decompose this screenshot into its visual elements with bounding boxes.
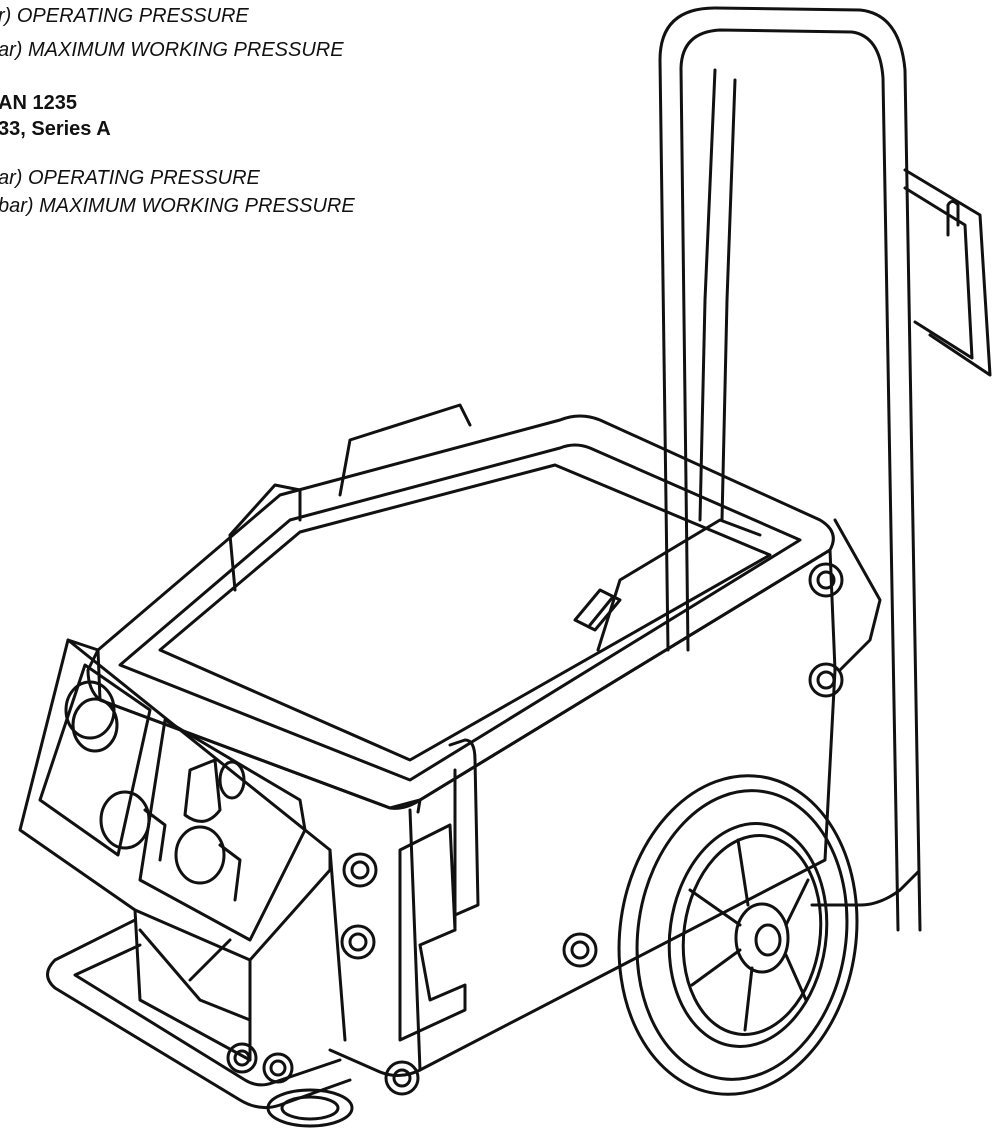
control-panel <box>18 638 332 1062</box>
top-tray <box>86 403 835 810</box>
spec-operating-pressure-1: r) OPERATING PRESSURE <box>0 5 249 27</box>
base-frame <box>46 918 354 1128</box>
rear-wheel <box>617 774 859 1096</box>
machine-body <box>66 518 882 1077</box>
spec-series: 33, Series A <box>0 118 111 140</box>
control-knobs <box>64 680 246 902</box>
spec-max-working-pressure-1: ar) MAXIMUM WORKING PRESSURE <box>0 39 344 61</box>
spec-max-working-pressure-2: bar) MAXIMUM WORKING PRESSURE <box>0 195 355 217</box>
hex-bolts <box>226 562 844 1096</box>
handle-frame <box>658 6 992 932</box>
spec-operating-pressure-2: ar) OPERATING PRESSURE <box>0 167 260 189</box>
spec-model-number: AN 1235 <box>0 92 77 114</box>
